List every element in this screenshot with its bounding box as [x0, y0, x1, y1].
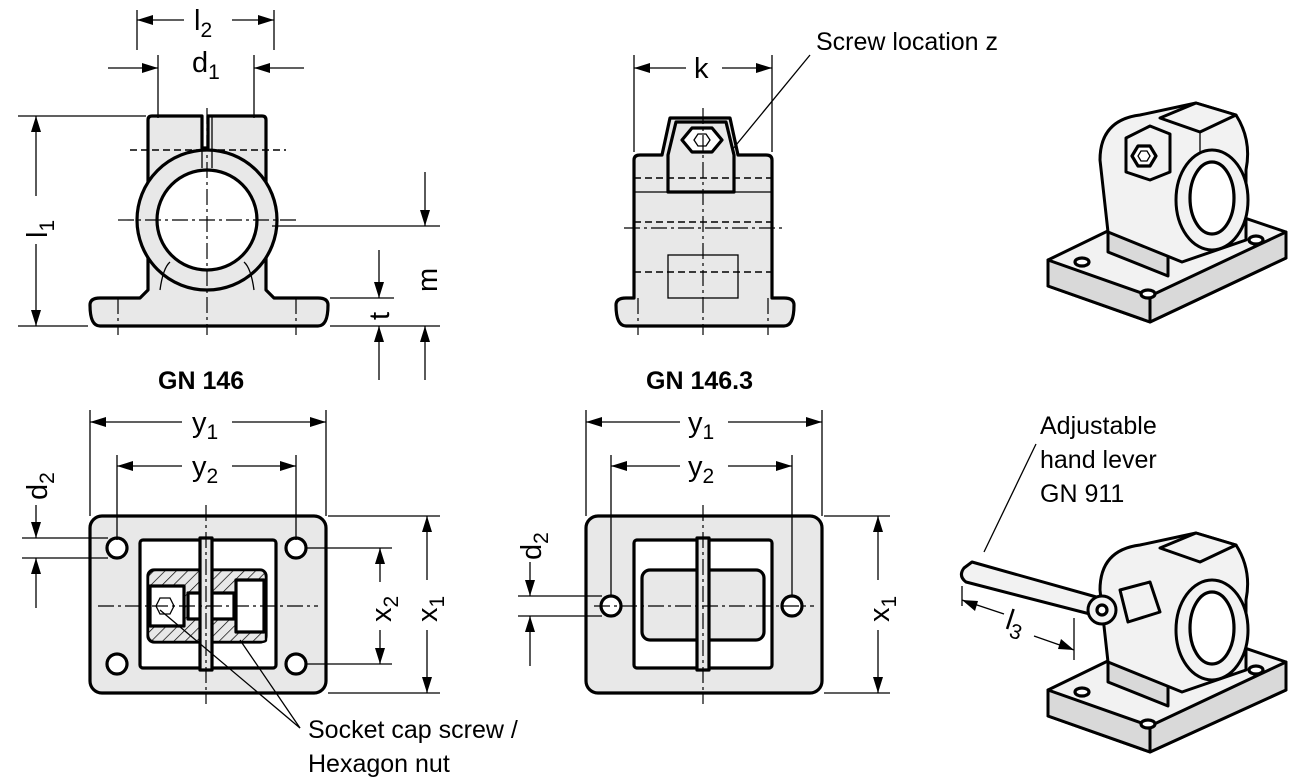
- dim-d2-label-2: d2: [516, 532, 553, 560]
- gn1463-front-view: [614, 108, 796, 335]
- gn1463-top-dimensions: [518, 410, 890, 694]
- gn146-labels: l2 d1 l1 m t GN 146: [22, 5, 444, 395]
- hand-lever-label-3: GN 911: [1040, 480, 1124, 508]
- dim-y2-label: y2: [192, 451, 218, 488]
- dim-x2-label: x2: [366, 596, 403, 622]
- lever-labels: l3 Adjustable hand lever GN 911: [1000, 412, 1157, 645]
- dim-x1-label-2: x1: [864, 596, 901, 622]
- gn146-top-labels: y1 y2 d2 x2 x1 Socket cap screw / Hexago…: [22, 407, 518, 778]
- gn1463-top-labels: y1 y2 d2 x1: [516, 407, 901, 622]
- dim-d2-label: d2: [22, 472, 59, 500]
- dim-y1-label-2: y1: [688, 407, 714, 444]
- gn1463-dimensions: k Screw location z GN 146.3: [633, 28, 998, 395]
- gn146-front-view: [88, 108, 330, 335]
- gn146-top-view: [88, 505, 328, 704]
- dim-y1-label: y1: [192, 407, 218, 444]
- gn146-dimensions: [18, 10, 440, 380]
- socket-cap-screw-label: Socket cap screw /: [308, 716, 518, 744]
- dim-d1-label: d1: [192, 47, 220, 84]
- dim-l3-label: l3: [1000, 604, 1029, 645]
- dim-y2-label-2: y2: [688, 451, 714, 488]
- gn146-top-dimensions: [22, 410, 440, 729]
- hexagon-nut-label: Hexagon nut: [308, 750, 450, 778]
- dim-l1-label: l1: [22, 220, 59, 238]
- dim-x1-label: x1: [412, 596, 449, 622]
- gn1463-title: GN 146.3: [646, 367, 753, 395]
- gn1463-top-view: [584, 505, 824, 704]
- hexagon-socket-icon: [1130, 144, 1158, 168]
- screw-location-label: Screw location z: [816, 28, 998, 56]
- dim-k-label: k: [694, 53, 709, 85]
- hand-lever-label-2: hand lever: [1040, 446, 1157, 474]
- hand-lever-label-1: Adjustable: [1040, 412, 1157, 440]
- dim-t-label: t: [364, 312, 396, 320]
- dim-l2-label: l2: [194, 5, 212, 42]
- gn146-title: GN 146: [158, 367, 244, 395]
- hexagon-socket-icon: [680, 126, 724, 154]
- clamp-connector-with-lever-isometric: [959, 443, 1288, 754]
- dim-m-label: m: [412, 268, 444, 292]
- clamp-connector-isometric: [1046, 101, 1288, 324]
